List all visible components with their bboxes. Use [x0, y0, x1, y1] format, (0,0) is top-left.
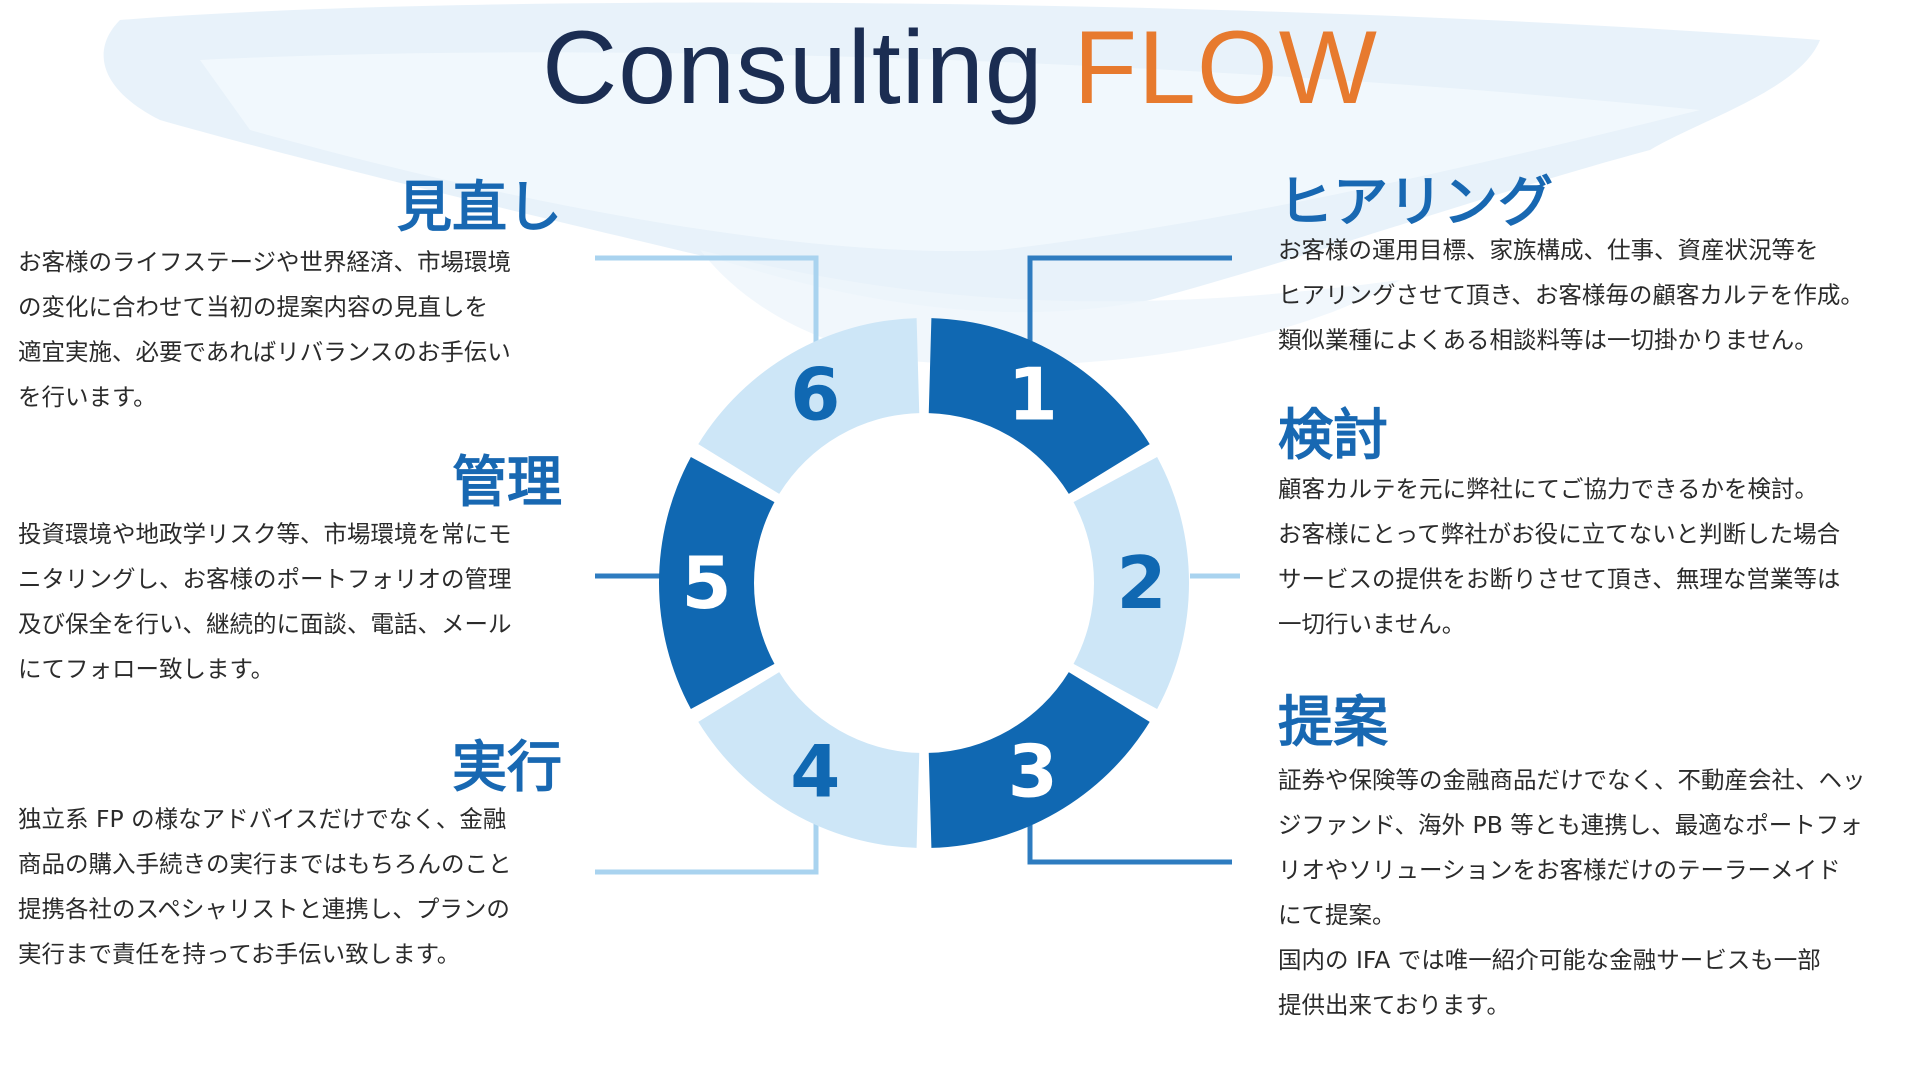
segment-number-5: 5 — [681, 541, 731, 625]
segment-number-2: 2 — [1116, 541, 1166, 625]
ring-segment-1 — [928, 318, 1150, 494]
ring-segments — [659, 318, 1189, 848]
step-2-text: 顧客カルテを元に弊社にてご協力できるかを検討。 お客様にとって弊社がお役に立てな… — [1278, 475, 1841, 638]
ring-segment-5 — [659, 456, 775, 710]
title-accent: FLOW — [1073, 10, 1378, 126]
ring-segment-6 — [698, 318, 920, 494]
step-3-heading: 提案 — [1278, 690, 1389, 754]
title-main: Consulting — [542, 10, 1044, 126]
segment-number-1: 1 — [1008, 353, 1058, 437]
segment-number-6: 6 — [790, 353, 840, 437]
segment-number-4: 4 — [790, 729, 840, 813]
step-1-text: お客様の運用目標、家族構成、仕事、資産状況等を ヒアリングさせて頂き、お客様毎の… — [1278, 236, 1864, 354]
ring-segment-2 — [1073, 456, 1189, 710]
step-6-heading: 見直し — [396, 175, 562, 239]
step-4-heading: 実行 — [451, 735, 562, 799]
ring-segment-3 — [928, 672, 1150, 848]
connector-line-6 — [595, 255, 819, 372]
segment-numbers: 1 2 3 4 5 6 — [681, 353, 1166, 814]
step-4-text: 独立系 FP の様なアドバイスだけでなく、金融 商品の購入手続きの実行まではもち… — [18, 805, 512, 968]
segment-number-3: 3 — [1008, 729, 1058, 813]
page-title: Consulting FLOW — [0, 13, 1920, 123]
step-1-heading: ヒアリング — [1278, 170, 1554, 234]
step-3-text: 証券や保険等の金融商品だけでなく、不動産会社、ヘッ ジファンド、海外 PB 等と… — [1278, 766, 1866, 1019]
step-5-text: 投資環境や地政学リスク等、市場環境を常にモ ニタリングし、お客様のポートフォリオ… — [18, 520, 512, 683]
step-5-heading: 管理 — [451, 450, 562, 514]
step-6-text: お客様のライフステージや世界経済、市場環境 の変化に合わせて当初の提案内容の見直… — [18, 248, 512, 411]
step-2-heading: 検討 — [1278, 403, 1389, 467]
ring-segment-4 — [698, 672, 920, 848]
connector-line-1 — [1027, 255, 1232, 370]
